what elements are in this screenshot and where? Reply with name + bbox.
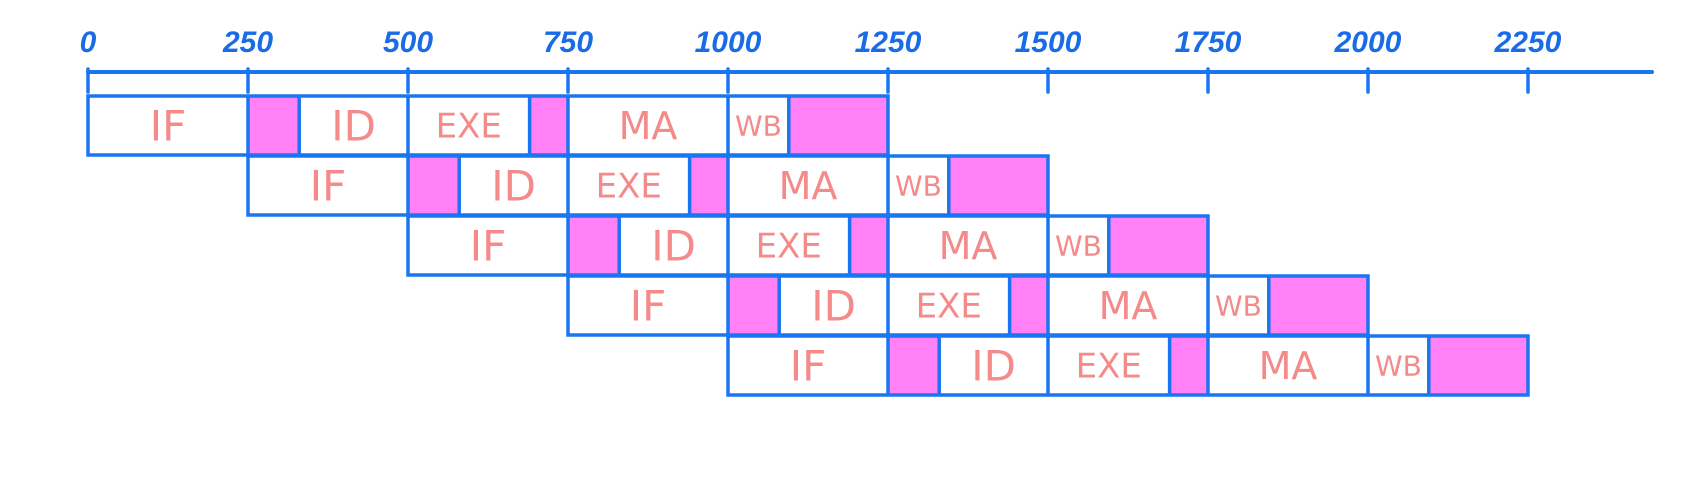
- stall-block: [1428, 336, 1528, 395]
- stage-label-wb: WB: [1375, 350, 1422, 383]
- stage-label-wb: WB: [1055, 230, 1102, 263]
- stage-label-ma: MA: [619, 104, 678, 148]
- instruction-row: IF ID EXE MA WB: [86, 94, 890, 157]
- stage-label-wb: WB: [735, 110, 782, 143]
- axis-tick-label: 500: [383, 26, 433, 59]
- stall-block: [728, 276, 780, 335]
- stall-block: [1009, 276, 1048, 335]
- pipeline-rows: IF ID EXE MA WB IF ID EXE MA WB IF ID EXE MA WB IF ID EXE…: [86, 94, 1530, 397]
- axis-tick-label: 0: [80, 26, 97, 59]
- stall-block: [888, 336, 940, 395]
- stage-label-if: IF: [310, 162, 347, 211]
- stage-label-ma: MA: [1099, 284, 1158, 328]
- axis-tick-label: 750: [543, 26, 593, 59]
- stage-label-ma: MA: [779, 164, 838, 208]
- axis-tick-label: 1750: [1175, 26, 1242, 59]
- axis-tick-label: 250: [222, 26, 273, 59]
- stage-label-if: IF: [150, 102, 187, 151]
- stall-block: [568, 216, 620, 275]
- stage-label-if: IF: [630, 282, 667, 331]
- axis-tick-label: 2250: [1494, 26, 1562, 59]
- axis-tick-label: 1250: [855, 26, 922, 59]
- stage-label-id: ID: [811, 282, 856, 331]
- stage-label-ma: MA: [939, 224, 998, 268]
- axis-tick-label: 2000: [1334, 26, 1402, 59]
- stage-label-id: ID: [651, 222, 696, 271]
- stall-block: [849, 216, 888, 275]
- stage-label-exe: EXE: [596, 167, 662, 207]
- stage-label-exe: EXE: [756, 227, 822, 267]
- stage-label-id: ID: [971, 342, 1016, 391]
- stall-block: [1108, 216, 1208, 275]
- stall-block: [948, 156, 1048, 215]
- axis-tick-label: 1000: [695, 26, 762, 59]
- stage-label-if: IF: [470, 222, 507, 271]
- stall-block: [529, 96, 568, 155]
- stage-label-wb: WB: [895, 170, 942, 203]
- instruction-row: IF ID EXE MA WB: [246, 154, 1050, 217]
- stage-label-wb: WB: [1215, 290, 1262, 323]
- stall-block: [788, 96, 888, 155]
- stage-label-id: ID: [491, 162, 536, 211]
- axis-tick-label: 1500: [1015, 26, 1082, 59]
- stall-block: [408, 156, 460, 215]
- stall-block: [248, 96, 300, 155]
- stage-label-id: ID: [331, 102, 376, 151]
- stage-label-exe: EXE: [436, 107, 502, 147]
- instruction-row: IF ID EXE MA WB: [726, 334, 1530, 397]
- stage-label-exe: EXE: [1076, 347, 1142, 387]
- instruction-row: IF ID EXE MA WB: [566, 274, 1370, 337]
- stage-label-ma: MA: [1259, 344, 1318, 388]
- stage-label-if: IF: [790, 342, 827, 391]
- stall-block: [1268, 276, 1368, 335]
- instruction-row: IF ID EXE MA WB: [406, 214, 1210, 277]
- stage-label-exe: EXE: [916, 287, 982, 327]
- time-axis: 0 250 500 750 1000 1250 1500 1750 2000 2250: [80, 26, 1654, 94]
- stall-block: [1169, 336, 1208, 395]
- stall-block: [689, 156, 728, 215]
- row-outline: [726, 334, 1530, 397]
